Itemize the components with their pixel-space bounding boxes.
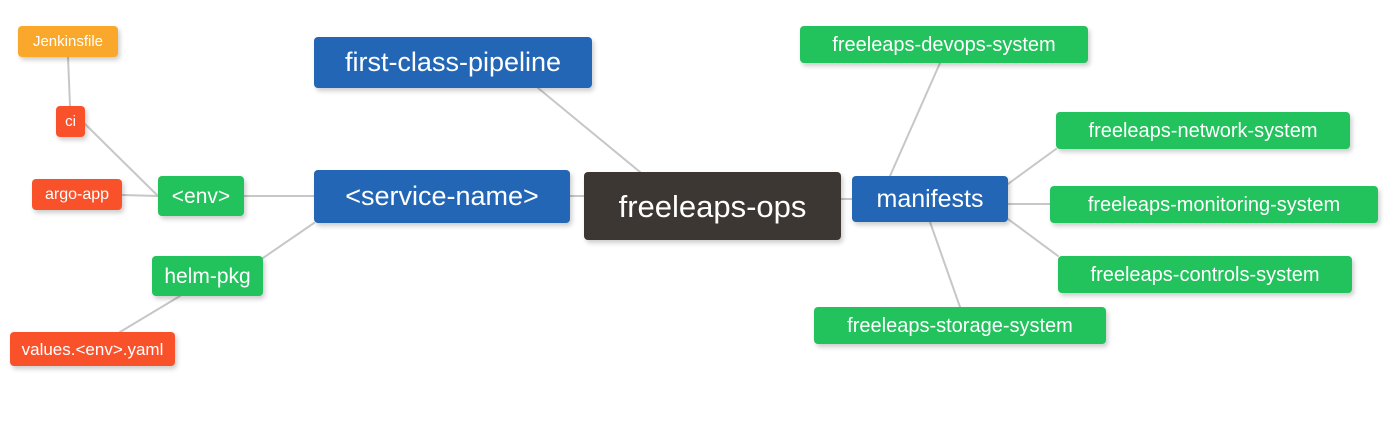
edge-jenkins-to-ci	[67, 56, 71, 107]
edge-manifests-to-storage	[929, 221, 961, 308]
edge-argoapp-to-env	[121, 194, 159, 197]
node-argoapp[interactable]: argo-app	[32, 179, 122, 210]
node-devops[interactable]: freeleaps-devops-system	[800, 26, 1088, 63]
edge-manifests-to-devops	[889, 62, 941, 177]
edge-manifests-to-network	[1007, 148, 1057, 185]
node-valuesyaml[interactable]: values.<env>.yaml	[10, 332, 175, 366]
node-network[interactable]: freeleaps-network-system	[1056, 112, 1350, 149]
node-root[interactable]: freeleaps-ops	[584, 172, 841, 240]
node-storage[interactable]: freeleaps-storage-system	[814, 307, 1106, 344]
node-controls[interactable]: freeleaps-controls-system	[1058, 256, 1352, 293]
node-env[interactable]: <env>	[158, 176, 244, 216]
edge-helmpkg-to-valuesyaml	[119, 295, 181, 333]
node-monitoring[interactable]: freeleaps-monitoring-system	[1050, 186, 1378, 223]
edge-pipeline-to-root	[537, 87, 641, 173]
node-ci[interactable]: ci	[56, 106, 85, 137]
node-helmpkg[interactable]: helm-pkg	[152, 256, 263, 296]
node-service[interactable]: <service-name>	[314, 170, 570, 223]
edge-manifests-to-controls	[1007, 218, 1059, 257]
node-pipeline[interactable]: first-class-pipeline	[314, 37, 592, 88]
node-jenkins[interactable]: Jenkinsfile	[18, 26, 118, 57]
edge-service-to-helmpkg	[262, 222, 315, 259]
node-manifests[interactable]: manifests	[852, 176, 1008, 222]
